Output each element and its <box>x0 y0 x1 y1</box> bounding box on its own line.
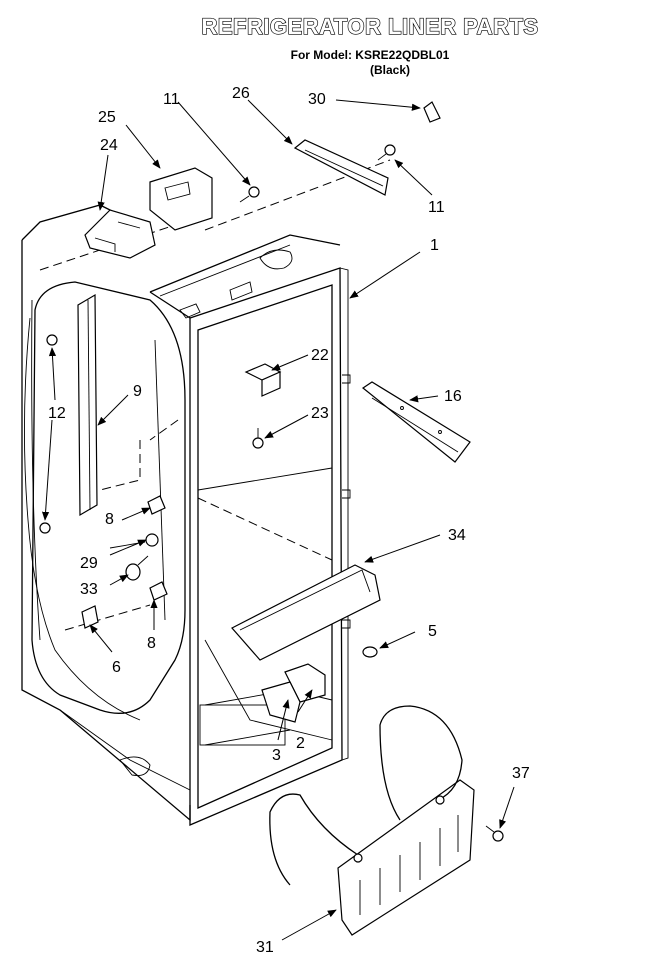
callout-30: 30 <box>308 91 326 108</box>
callout-2: 2 <box>296 735 305 752</box>
part-shelf-cover <box>231 564 381 661</box>
part-screw <box>39 334 58 534</box>
callout-29: 29 <box>80 555 98 572</box>
callout-6: 6 <box>112 659 121 676</box>
callout-8a: 8 <box>105 511 114 528</box>
callout-9: 9 <box>133 383 142 400</box>
callout-11a: 11 <box>163 91 180 108</box>
part-rail <box>293 139 389 196</box>
callout-1: 1 <box>430 237 439 254</box>
part-bottom-brackets <box>261 663 326 723</box>
part-screw <box>239 186 260 203</box>
callout-22: 22 <box>311 347 329 364</box>
callout-25: 25 <box>98 109 116 126</box>
callout-24: 24 <box>100 137 118 154</box>
part-screw <box>485 825 504 842</box>
callout-12: 12 <box>48 405 66 422</box>
liner-shell <box>21 204 351 826</box>
callout-3: 3 <box>272 747 281 764</box>
callout-31: 31 <box>256 939 274 956</box>
callout-37: 37 <box>512 765 530 782</box>
leader-lines <box>41 99 515 941</box>
part-cap <box>81 605 99 629</box>
callout-33: 33 <box>80 581 98 598</box>
callout-26: 26 <box>232 85 250 102</box>
callout-5: 5 <box>428 623 437 640</box>
part-light-bulb <box>125 555 149 581</box>
page-title: REFRIGERATOR LINER PARTS <box>201 13 539 39</box>
part-shelf-support <box>361 381 471 463</box>
callout-11b: 11 <box>428 199 445 216</box>
callout-16: 16 <box>444 388 462 405</box>
part-control-housing <box>84 209 156 259</box>
part-screw <box>377 144 396 161</box>
part-bracket <box>149 167 213 231</box>
callout-23: 23 <box>311 405 329 422</box>
part-screw <box>252 428 264 449</box>
model-number: For Model: KSRE22QDBL01 <box>290 48 450 62</box>
part-light-socket <box>109 533 159 549</box>
part-clip <box>423 101 441 123</box>
color-variant: (Black) <box>369 63 410 77</box>
callout-34: 34 <box>448 527 466 544</box>
callout-8b: 8 <box>147 635 156 652</box>
part-vertical-channel <box>77 293 98 517</box>
part-crisper-cover <box>269 705 475 936</box>
part-nut <box>362 646 378 658</box>
